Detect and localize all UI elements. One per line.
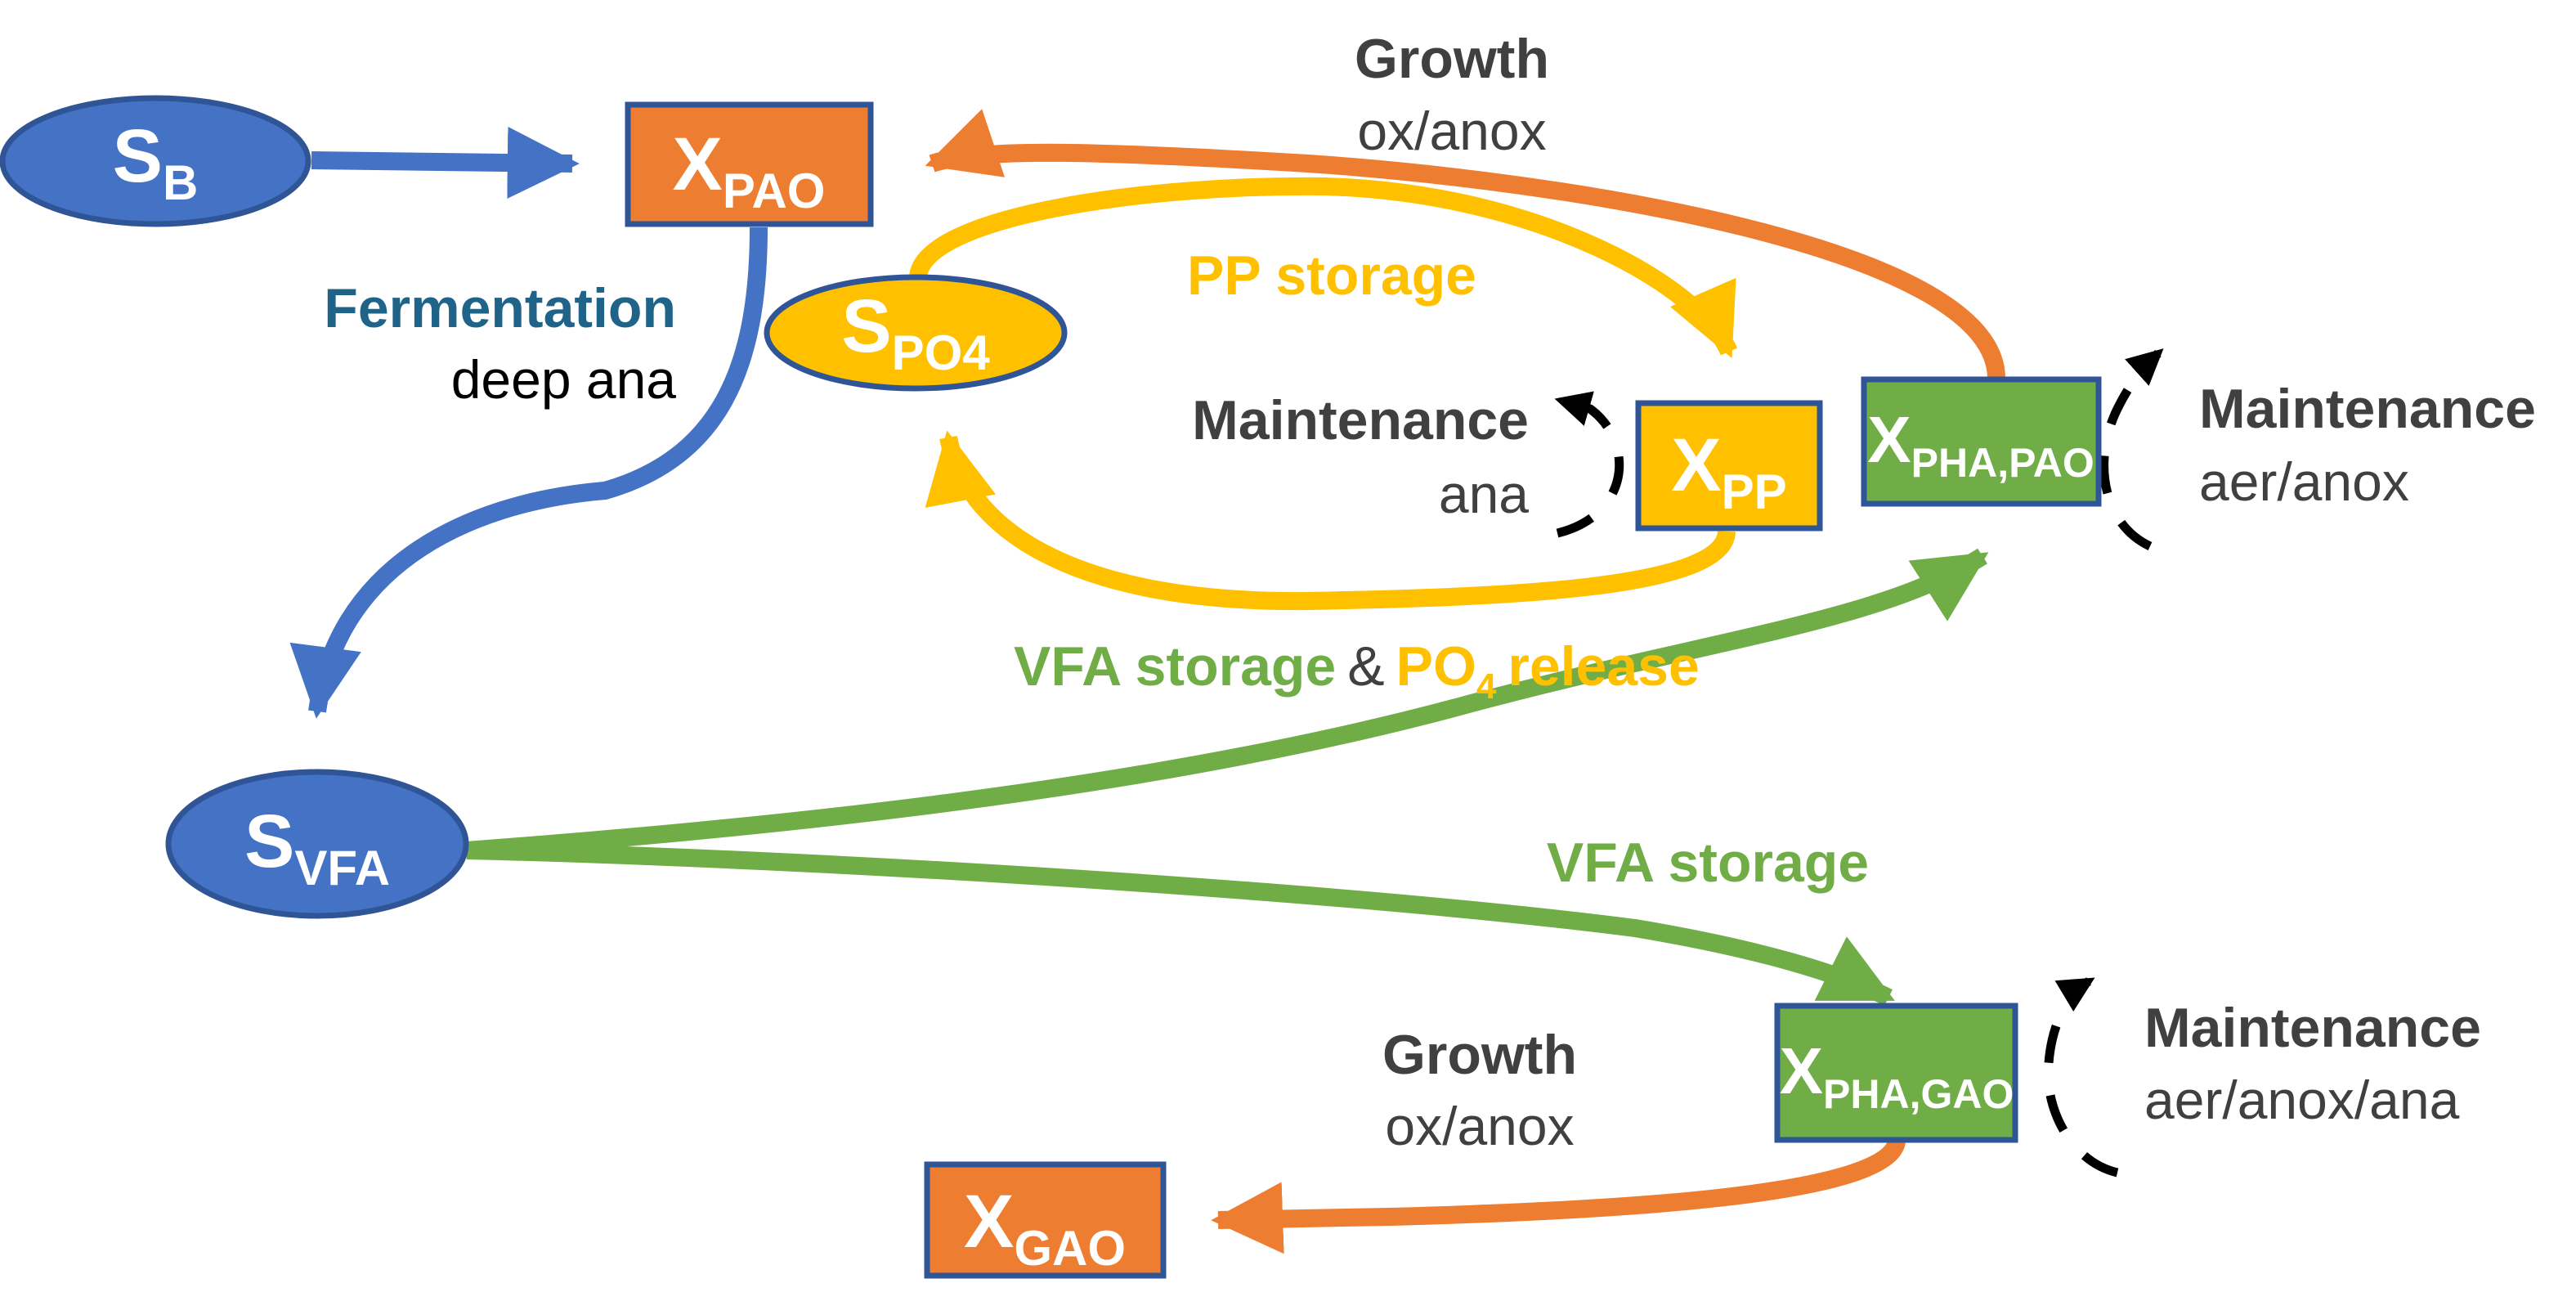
svg-text:XPHA,PAO: XPHA,PAO	[1867, 403, 2094, 486]
maintenance-loop-gao-icon	[2043, 977, 2119, 1178]
maintenance-gao-condition: aer/anox/ana	[2144, 1070, 2460, 1130]
node-x-pao: XPAO	[625, 101, 874, 227]
maintenance-pp-title: Maintenance	[1192, 389, 1529, 451]
vfa-storage-po4-release-label: VFA storage&PO4 release	[1014, 635, 1700, 707]
maintenance-gao-title: Maintenance	[2144, 997, 2481, 1059]
vfa-storage-part: VFA storage	[1014, 635, 1336, 698]
node-x-pha-gao-sub: PHA,GAO	[1823, 1071, 2014, 1117]
arrow-xpao-to-svfa	[289, 227, 768, 719]
growth-gao-title: Growth	[1382, 1024, 1577, 1086]
node-x-pao-main: X	[673, 123, 723, 206]
node-x-pha-gao: XPHA,GAO	[1774, 1003, 2018, 1143]
node-x-pp: XPP	[1635, 400, 1823, 532]
node-s-b-main: S	[113, 114, 163, 198]
growth-gao-condition: ox/anox	[1385, 1096, 1574, 1156]
label-maintenance-pao: Maintenance aer/anox	[2199, 378, 2536, 512]
svg-text:XPP: XPP	[1671, 424, 1786, 519]
maintenance-pao-condition: aer/anox	[2199, 451, 2409, 512]
node-x-gao-sub: GAO	[1014, 1221, 1126, 1276]
pp-storage-label: PP storage	[1187, 245, 1476, 307]
node-x-pha-pao: XPHA,PAO	[1861, 376, 2102, 507]
label-growth-pao: Growth ox/anox	[1355, 28, 1549, 161]
maintenance-pao-title: Maintenance	[2199, 378, 2536, 440]
arrow-xphagao-to-xgao	[1211, 1138, 1906, 1254]
node-x-pha-gao-main: X	[1780, 1034, 1823, 1107]
arrow-svfa-to-xphapao	[466, 548, 1989, 859]
node-s-b: SB	[0, 95, 311, 227]
arrow-spo4-to-xpp	[909, 177, 1738, 359]
arrow-xpp-to-spo4	[925, 430, 1736, 611]
fermentation-condition: deep ana	[451, 349, 677, 410]
svg-text:XPAO: XPAO	[673, 123, 826, 218]
maintenance-loop-pp-icon	[1554, 391, 1624, 538]
growth-pao-condition: ox/anox	[1357, 101, 1546, 161]
node-x-gao: XGAO	[924, 1161, 1167, 1279]
vfa-storage-gao-label: VFA storage	[1547, 832, 1869, 894]
node-x-pp-sub: PP	[1722, 464, 1787, 519]
maintenance-loop-pao-icon	[2099, 348, 2164, 550]
fermentation-title: Fermentation	[324, 277, 676, 339]
node-s-po4: SPO4	[764, 274, 1068, 392]
arrow-xphapao-to-xpao	[925, 109, 2005, 379]
label-growth-gao: Growth ox/anox	[1382, 1024, 1577, 1156]
node-s-vfa: SVFA	[165, 769, 469, 919]
svg-text:XGAO: XGAO	[964, 1180, 1126, 1276]
node-s-po4-sub: PO4	[892, 325, 991, 380]
node-s-po4-main: S	[841, 285, 891, 368]
maintenance-pp-condition: ana	[1439, 464, 1529, 524]
label-maintenance-gao: Maintenance aer/anox/ana	[2144, 997, 2481, 1130]
svg-text:SVFA: SVFA	[244, 800, 390, 895]
svg-text:SB: SB	[113, 114, 199, 210]
svg-text:XPHA,GAO: XPHA,GAO	[1780, 1034, 2014, 1117]
node-s-vfa-sub: VFA	[294, 841, 390, 895]
node-x-pha-pao-sub: PHA,PAO	[1911, 440, 2094, 486]
ampersand: &	[1347, 635, 1384, 698]
node-x-gao-main: X	[964, 1180, 1014, 1263]
svg-text:SPO4: SPO4	[841, 285, 990, 380]
node-s-b-sub: B	[163, 155, 198, 210]
label-fermentation: Fermentation deep ana	[324, 277, 676, 410]
po4-part: PO	[1396, 635, 1476, 698]
arrow-sb-to-xpao	[311, 127, 580, 200]
node-x-pp-main: X	[1671, 424, 1721, 507]
node-s-vfa-main: S	[244, 800, 294, 883]
po4-subscript: 4	[1476, 666, 1497, 707]
arrow-svfa-to-xphagao	[466, 841, 1895, 1006]
release-part: release	[1508, 635, 1699, 698]
node-x-pao-sub: PAO	[723, 164, 826, 218]
node-x-pha-pao-main: X	[1867, 403, 1911, 476]
label-maintenance-pp: Maintenance ana	[1192, 389, 1529, 524]
growth-pao-title: Growth	[1355, 28, 1549, 90]
